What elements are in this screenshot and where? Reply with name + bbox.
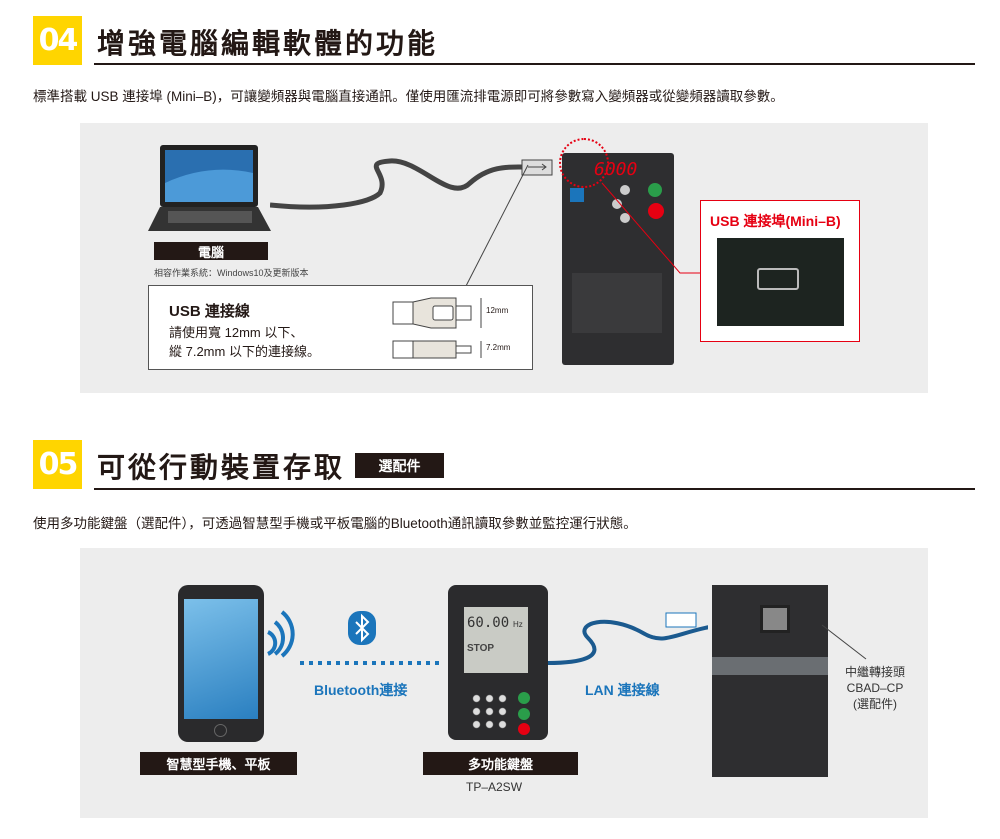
relay-adapter-image bbox=[712, 585, 828, 777]
relay-name: 中繼轉接頭 bbox=[844, 665, 905, 679]
section-number-badge: 05 bbox=[33, 440, 82, 489]
logo-icon bbox=[570, 188, 584, 202]
section-title: 增強電腦編輯軟體的功能 bbox=[97, 28, 439, 59]
usb-cable-icon bbox=[270, 158, 553, 210]
usb-port-callout: USB 連接埠(Mini–B) bbox=[700, 200, 860, 342]
key-icon bbox=[620, 213, 630, 223]
usb-cable-spec-box: USB 連接線 請使用寬 12mm 以下、 縱 7.2mm 以下的連接線。 12… bbox=[148, 285, 533, 370]
divider bbox=[94, 63, 975, 65]
relay-model: CBAD–CP bbox=[846, 681, 904, 695]
pc-label: 電腦 bbox=[154, 242, 268, 260]
cable-line1: 請使用寬 12mm 以下、 bbox=[169, 325, 304, 340]
laptop-icon bbox=[148, 145, 271, 231]
section-number-badge: 04 bbox=[33, 16, 82, 65]
divider bbox=[94, 488, 975, 490]
bluetooth-label: Bluetooth連接 bbox=[314, 682, 408, 698]
relay-option-note: (選配件) bbox=[853, 697, 897, 711]
phone-screen bbox=[184, 599, 258, 719]
usb-illustration-panel: 電腦 相容作業系統：Windows10及更新版本 USB 連接線 請使用寬 12… bbox=[80, 123, 928, 393]
lan-cable-icon bbox=[548, 612, 708, 665]
run-key-icon bbox=[518, 708, 530, 720]
key-icon bbox=[620, 185, 630, 195]
option-badge: 選配件 bbox=[355, 453, 444, 478]
home-button-icon bbox=[214, 724, 227, 737]
bluetooth-illustration-panel: 智慧型手機、平板 Bluetooth連接 60.00 Hz STOP 多功能鍵盤… bbox=[80, 548, 928, 818]
cable-title: USB 連接線 bbox=[169, 303, 250, 320]
keypad-label: 多功能鍵盤 bbox=[423, 752, 578, 775]
inverter-image: 6000 bbox=[562, 153, 674, 365]
bluetooth-signal bbox=[267, 610, 442, 665]
keypad-buttons bbox=[470, 692, 508, 732]
usb-port-label: USB 連接埠(Mini–B) bbox=[710, 213, 841, 229]
keypad-display-value: 60.00 bbox=[467, 615, 510, 631]
keypad-unit: Hz bbox=[513, 620, 523, 629]
dimension-width: 12mm bbox=[486, 306, 509, 315]
keypad-model: TP–A2SW bbox=[466, 780, 523, 794]
callout-line bbox=[601, 182, 702, 274]
lan-label: LAN 連接線 bbox=[585, 682, 660, 698]
keypad-screen: 60.00 Hz STOP bbox=[464, 607, 528, 673]
section-description: 使用多功能鍵盤（選配件），可透過智慧型手機或平板電腦的Bluetooth通訊讀取… bbox=[33, 516, 637, 531]
usb-connector-diagram bbox=[392, 297, 482, 359]
bluetooth-icon bbox=[348, 611, 376, 645]
cable-line2: 縱 7.2mm 以下的連接線。 bbox=[169, 344, 320, 359]
key-icon bbox=[612, 199, 622, 209]
pc-compat-text: 相容作業系統：Windows10及更新版本 bbox=[154, 268, 309, 278]
relay-adapter-label: 中繼轉接頭 CBAD–CP (選配件) bbox=[835, 664, 915, 712]
lan-port-icon bbox=[760, 605, 790, 633]
section-title: 可從行動裝置存取 bbox=[97, 452, 346, 483]
mini-usb-port-icon bbox=[757, 268, 799, 290]
nameplate bbox=[572, 273, 662, 333]
phone-label: 智慧型手機、平板 bbox=[140, 752, 297, 775]
usb-port-photo bbox=[717, 238, 844, 326]
keypad-image: 60.00 Hz STOP bbox=[448, 585, 548, 740]
relay-pointer-line bbox=[821, 624, 867, 660]
dimension-height: 7.2mm bbox=[486, 343, 511, 352]
stop-key-icon bbox=[648, 203, 664, 219]
smartphone-image bbox=[178, 585, 264, 742]
divider bbox=[712, 657, 828, 675]
run-key-icon bbox=[518, 692, 530, 704]
run-key-icon bbox=[648, 183, 662, 197]
stop-key-icon bbox=[518, 723, 530, 735]
section-description: 標準搭載 USB 連接埠 (Mini–B)，可讓變頻器與電腦直接通訊。僅使用匯流… bbox=[33, 89, 784, 104]
usb-port-highlight bbox=[559, 138, 609, 188]
keypad-status: STOP bbox=[467, 643, 495, 654]
pointer-line bbox=[465, 164, 529, 287]
